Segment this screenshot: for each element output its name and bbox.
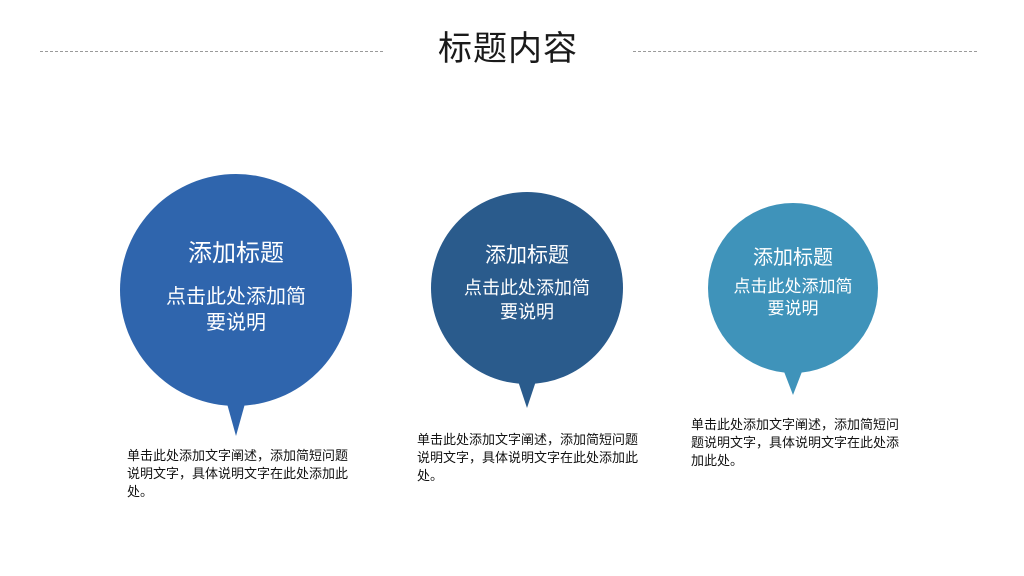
bubble-title: 添加标题 (188, 239, 284, 267)
bubble-title: 添加标题 (485, 243, 569, 267)
header-divider-right (633, 51, 977, 52)
bubble-title: 添加标题 (753, 245, 833, 269)
bubble-subtitle: 点击此处添加简要说明 (733, 277, 853, 319)
bubble-pointer (226, 400, 246, 436)
card-description-3: 单击此处添加文字阐述，添加简短问题说明文字，具体说明文字在此处添加此处。 (691, 418, 900, 469)
speech-bubble-1: 添加标题 点击此处添加简要说明 (120, 174, 352, 436)
bubble-subtitle: 点击此处添加简要说明 (166, 284, 306, 334)
page-title: 标题内容 (438, 29, 578, 69)
header-divider-left (40, 51, 383, 52)
bubble-pointer (783, 369, 803, 395)
speech-bubble-2: 添加标题 点击此处添加简要说明 (431, 192, 623, 408)
card-description-2: 单击此处添加文字阐述，添加简短问题说明文字，具体说明文字在此处添加此处。 (417, 433, 639, 484)
card-description-1: 单击此处添加文字阐述，添加简短问题说明文字，具体说明文字在此处添加此处。 (127, 449, 349, 500)
bubble-pointer (517, 378, 537, 408)
speech-bubble-3: 添加标题 点击此处添加简要说明 (708, 203, 878, 395)
bubble-subtitle: 点击此处添加简要说明 (464, 278, 590, 323)
